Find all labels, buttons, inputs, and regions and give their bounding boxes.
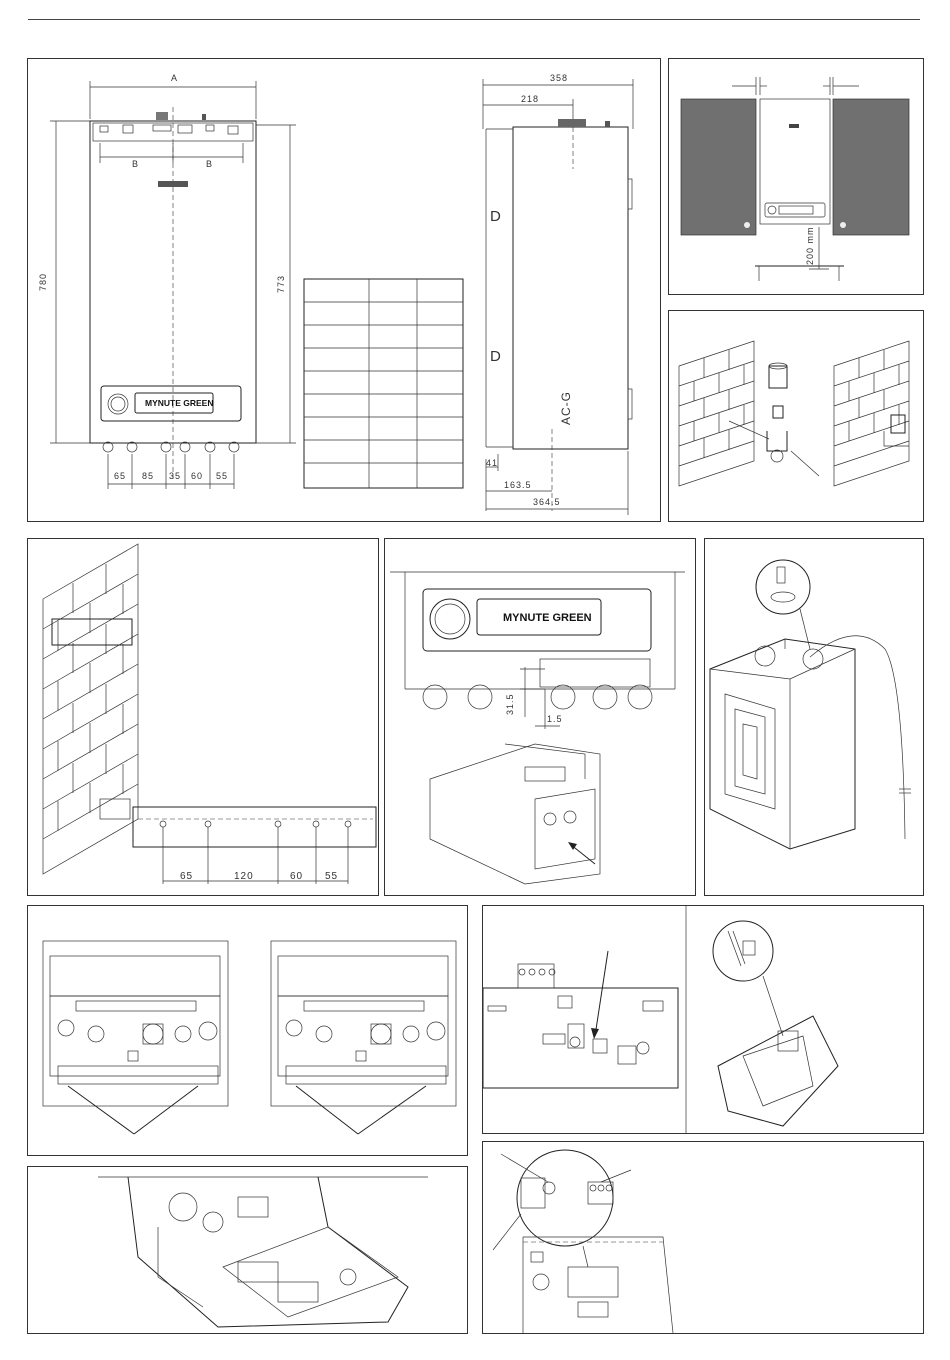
dim-773: 773 [276, 275, 286, 293]
left-wall-block [681, 99, 756, 235]
template-dim-55: 55 [325, 871, 338, 882]
header-rule [28, 19, 920, 20]
dim-780: 780 [38, 273, 48, 291]
dim-41: 41 [486, 458, 498, 468]
brand-label-detail: MYNUTE GREEN [503, 612, 592, 624]
panel-gas-connection [704, 538, 924, 896]
label-D-lower: D [490, 348, 502, 365]
template-dim-65: 65 [180, 871, 193, 882]
dim-55: 55 [216, 471, 228, 481]
wall-fixing-drawing [669, 311, 923, 521]
pcb-drawing [483, 906, 923, 1133]
detail-dim-1-5: 1.5 [547, 714, 563, 724]
heat-exchanger-drawing [28, 1167, 467, 1333]
clearance-drawing: 200 mm [669, 59, 923, 294]
open-boilers-drawing [28, 906, 467, 1155]
electrical-drawing [483, 1142, 923, 1333]
dim-200mm: 200 mm [805, 226, 815, 265]
right-wall-block [833, 99, 909, 235]
dim-B-right: B [206, 159, 213, 169]
dim-65: 65 [114, 471, 126, 481]
dim-163-5: 163.5 [504, 480, 532, 490]
dim-364-5: 364.5 [533, 497, 561, 507]
panel-dimensions: A B B MYNUTE GREEN 780 773 65 85 35 [27, 58, 661, 522]
panel-pcb [482, 905, 924, 1134]
dim-A: A [171, 73, 178, 83]
dimension-drawing: A B B MYNUTE GREEN 780 773 65 85 35 [28, 59, 660, 521]
template-drawing: 65 120 60 55 [28, 539, 378, 895]
dim-358: 358 [550, 73, 568, 83]
template-dim-120: 120 [234, 871, 254, 882]
label-D-upper: D [490, 208, 502, 225]
brand-label-front: MYNUTE GREEN [145, 398, 213, 408]
detail-dim-31-5: 31.5 [505, 693, 515, 715]
panel-electrical [482, 1141, 924, 1334]
label-AC-G: AC-G [559, 391, 573, 425]
panel-wall-fixing [668, 310, 924, 522]
dim-35: 35 [169, 471, 181, 481]
dim-85: 85 [142, 471, 154, 481]
dimension-table [304, 279, 463, 488]
panel-control-detail: MYNUTE GREEN 31.5 1.5 [384, 538, 696, 896]
dim-218: 218 [521, 94, 539, 104]
panel-open-boilers [27, 905, 468, 1156]
panel-heat-exchanger [27, 1166, 468, 1334]
template-dim-60: 60 [290, 871, 303, 882]
dim-60: 60 [191, 471, 203, 481]
dim-B-left: B [132, 159, 139, 169]
panel-template: 65 120 60 55 [27, 538, 379, 896]
gas-connection-drawing [705, 539, 923, 895]
panel-clearance: 200 mm [668, 58, 924, 295]
control-detail-drawing: MYNUTE GREEN 31.5 1.5 [385, 539, 695, 895]
